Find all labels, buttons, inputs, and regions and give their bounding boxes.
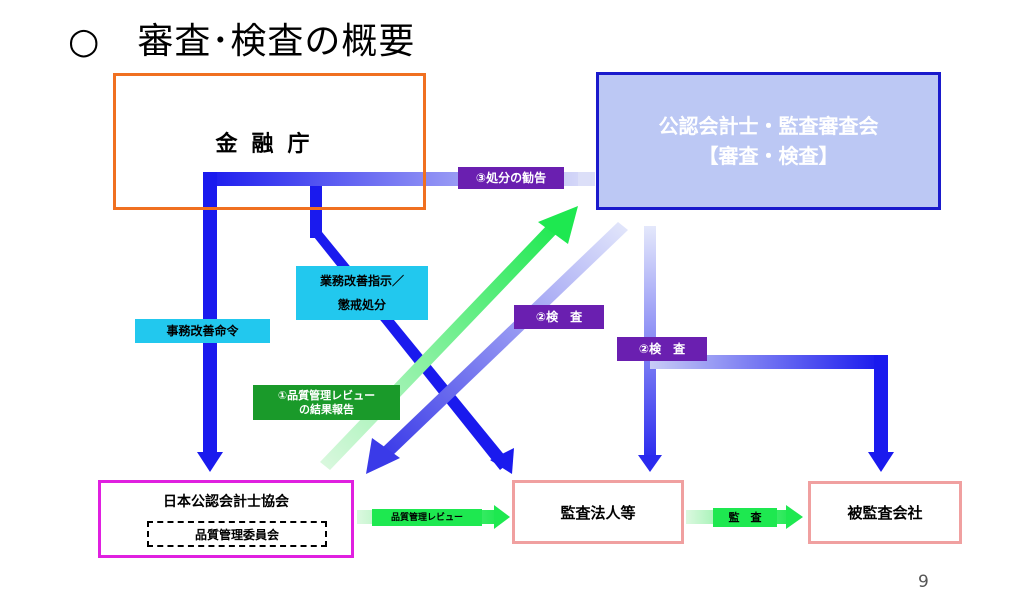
label-business-improvement-order: 事務改善命令 — [135, 319, 270, 343]
label-qc-review-report-line1: ①品質管理レビュー — [277, 388, 376, 402]
fsa-box: 金融庁 — [113, 73, 426, 210]
label-disposition-recommendation: ③処分の勧告 — [458, 167, 564, 189]
fsa-label: 金融庁 — [215, 131, 324, 157]
label-qc-review: 品質管理レビュー — [372, 509, 482, 526]
auditee-label: 被監査会社 — [847, 504, 923, 522]
cpaaob-label-line2: 【審査・検査】 — [698, 144, 839, 168]
page-title: ○ 審査･検査の概要 — [68, 21, 416, 62]
label-business-improvement: 業務改善指示／ 懲戒処分 — [296, 266, 428, 320]
label-inspection-company: ②検 査 — [617, 337, 707, 361]
label-audit: 監 査 — [713, 508, 777, 527]
page-number: 9 — [918, 572, 929, 592]
cpaaob-box: 公認会計士・監査審査会 【審査・検査】 — [596, 72, 941, 210]
qc-committee-box: 品質管理委員会 — [147, 521, 327, 547]
audit-firm-label: 監査法人等 — [560, 503, 636, 522]
arrow-inspection-company — [638, 226, 894, 472]
arrow-connector — [578, 172, 590, 186]
label-business-improvement-line2: 懲戒処分 — [337, 298, 386, 312]
arrow-qc-review-report — [320, 206, 578, 470]
label-inspection-firm: ②検 査 — [514, 305, 604, 329]
arrow-business-improvement-order — [197, 172, 223, 472]
jicpa-box: 日本公認会計士協会 品質管理委員会 — [98, 480, 354, 558]
jicpa-label: 日本公認会計士協会 — [163, 494, 289, 510]
auditee-box: 被監査会社 — [808, 481, 962, 544]
qc-committee-label: 品質管理委員会 — [194, 527, 279, 542]
label-qc-review-report: ①品質管理レビュー の結果報告 — [253, 385, 400, 420]
arrow-inspection-firm — [366, 222, 628, 474]
label-qc-review-report-line2: の結果報告 — [299, 402, 354, 416]
audit-firm-box: 監査法人等 — [512, 480, 684, 544]
label-business-improvement-line1: 業務改善指示／ — [319, 274, 404, 288]
cpaaob-label-line1: 公認会計士・監査審査会 — [658, 114, 879, 138]
